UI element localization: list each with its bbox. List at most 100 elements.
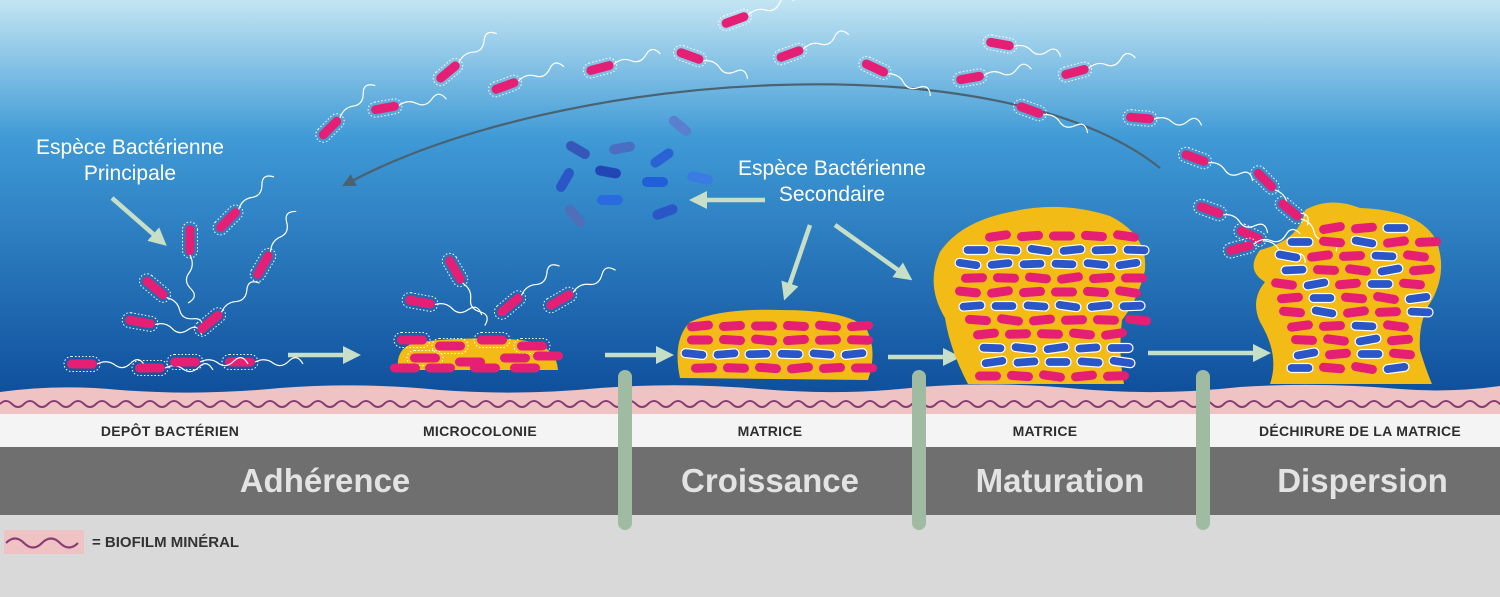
secondary-bacterium <box>1280 264 1308 276</box>
primary-bacterium <box>1083 286 1109 298</box>
secondary-bacterium <box>1114 257 1142 271</box>
phase-growth: Croissance <box>681 462 859 499</box>
legend-label: = BIOFILM MINÉRAL <box>92 534 240 551</box>
primary-bacterium <box>425 363 455 373</box>
secondary-bacterium <box>1350 235 1378 249</box>
secondary-bacterium <box>566 141 590 159</box>
primary-bacterium <box>858 55 931 97</box>
secondary-bacterium <box>1042 341 1070 355</box>
primary-bacterium <box>315 84 376 143</box>
primary-bacterium <box>1125 314 1151 326</box>
primary-bacterium <box>783 321 809 331</box>
secondary-bacterium <box>1108 355 1136 369</box>
primary-bacterium <box>393 332 431 348</box>
divider-post <box>618 370 632 530</box>
primary-bacterium <box>431 338 469 354</box>
secondary-bacterium <box>652 204 678 220</box>
primary-bacterium <box>961 273 987 283</box>
secondary-species-callout: Espèce Bactérienne Secondaire <box>712 156 952 208</box>
divider-post <box>912 370 926 530</box>
sublabel-matrix-growth: MATRICE <box>737 423 803 439</box>
primary-bacterium <box>1029 314 1055 326</box>
secondary-bacterium <box>1018 258 1046 270</box>
secondary-bacteria-cluster <box>556 115 713 228</box>
primary-species-line-1: Espèce Bactérienne <box>36 136 224 159</box>
primary-bacterium <box>488 62 565 98</box>
secondary-bacterium <box>1308 292 1336 304</box>
primary-bacterium <box>1373 292 1399 304</box>
primary-bacterium <box>1071 370 1097 382</box>
primary-bacterium <box>1319 222 1345 234</box>
mineral-film-wave <box>0 400 1500 408</box>
primary-bacterium <box>847 320 873 332</box>
stage-arrows <box>288 344 1271 366</box>
primary-bacterium <box>1122 109 1203 127</box>
primary-bacterium <box>982 34 1062 57</box>
sublabel-band <box>0 414 1500 448</box>
primary-bacterium <box>1039 370 1065 382</box>
primary-bacterium <box>1279 306 1305 318</box>
primary-bacterium <box>1319 362 1345 374</box>
primary-bacterium <box>1061 315 1087 325</box>
primary-bacterium <box>1415 237 1441 247</box>
primary-bacterium <box>1339 251 1365 261</box>
primary-bacterium <box>1019 286 1045 298</box>
primary-bacterium <box>965 314 991 326</box>
secondary-bacterium <box>1012 356 1040 368</box>
secondary-bacterium <box>1054 299 1082 313</box>
primary-bacterium <box>1093 315 1119 325</box>
secondary-bacterium <box>1274 249 1302 263</box>
primary-bacterium <box>687 320 713 332</box>
secondary-bacterium <box>962 244 990 256</box>
secondary-bacterium <box>712 348 740 360</box>
secondary-bacterium <box>1026 243 1054 257</box>
primary-bacterium <box>1057 52 1136 83</box>
primary-bacterium <box>1323 334 1349 346</box>
callout-arrows <box>110 191 913 301</box>
primary-bacterium <box>993 273 1019 283</box>
secondary-bacterium <box>1376 263 1404 277</box>
secondary-bacterium <box>609 141 635 155</box>
primary-bacterium <box>1057 272 1083 284</box>
primary-bacterium <box>751 334 777 346</box>
secondary-bacterium <box>1350 320 1378 332</box>
primary-bacterium <box>473 332 511 348</box>
primary-bacterium <box>719 335 745 345</box>
secondary-bacterium <box>1010 342 1038 354</box>
primary-bacterium <box>1005 329 1031 339</box>
secondary-bacterium <box>1382 361 1410 375</box>
secondary-bacterium <box>1022 300 1050 312</box>
primary-bacterium <box>1222 228 1301 259</box>
primary-bacterium <box>1351 362 1377 374</box>
primary-bacterium <box>166 354 249 370</box>
primary-bacterium <box>432 31 497 87</box>
primary-bacterium <box>1113 230 1139 242</box>
secondary-bacterium <box>744 348 772 360</box>
secondary-bacterium <box>990 300 1018 312</box>
primary-bacterium <box>367 93 447 118</box>
secondary-bacterium <box>687 171 713 185</box>
primary-bacterium <box>138 273 203 331</box>
primary-bacterium <box>718 0 795 32</box>
primary-bacterium <box>985 230 1011 242</box>
primary-bacterium <box>1101 328 1127 340</box>
secondary-bacterium <box>1404 291 1432 305</box>
primary-bacterium <box>182 221 198 304</box>
primary-bacterium <box>1383 320 1409 332</box>
primary-bacterium <box>1193 198 1269 234</box>
phase-band <box>0 447 1500 515</box>
primary-bacterium <box>406 350 444 366</box>
arrow-to-primary-species <box>110 196 167 246</box>
primary-bacterium <box>1069 328 1095 340</box>
secondary-bacterium <box>954 257 982 271</box>
primary-bacterium <box>513 338 551 354</box>
primary-bacterium <box>773 30 850 66</box>
primary-bacterium <box>687 335 713 345</box>
primary-bacterium <box>249 210 297 283</box>
primary-bacterium <box>1307 250 1333 262</box>
arrow-to-growth-colony <box>781 224 813 301</box>
secondary-bacterium <box>1106 342 1134 354</box>
primary-bacterium <box>719 321 745 331</box>
primary-bacterium <box>723 363 749 373</box>
